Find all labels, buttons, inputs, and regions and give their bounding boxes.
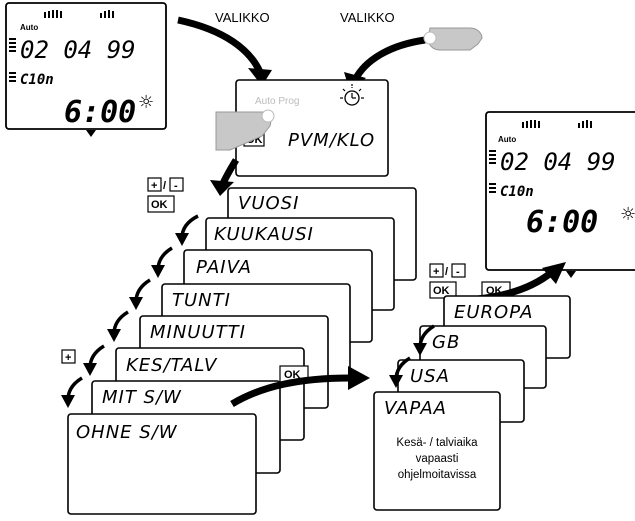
menu-item-ohne-sw: OHNE S/W: [76, 422, 178, 443]
menu-item-mit-sw: MIT S/W: [102, 387, 182, 408]
plus-minus-keys-top: + / -: [148, 178, 183, 192]
ok-key-top: OK: [148, 196, 174, 212]
sun-icon-right: ☼: [620, 204, 635, 225]
pointer-icon-right: [566, 271, 576, 278]
time-readout-left: 6:00: [64, 95, 136, 130]
svg-text:+: +: [433, 266, 439, 278]
svg-text:+: +: [151, 180, 157, 192]
menu-card-ohne-sw: OHNE S/W: [68, 414, 256, 514]
svg-text:/: /: [163, 180, 166, 192]
level-icon-right-2: [489, 183, 496, 193]
plus-key-bottom: +: [62, 350, 75, 364]
dst-option-europa: EUROPA: [454, 302, 534, 323]
valikko-label-left: VALIKKO: [215, 10, 270, 25]
menu-item-minuutti: MINUUTTI: [150, 322, 246, 343]
vapaa-note-line-2: vapaasti: [416, 453, 459, 465]
lcd-display-right: Auto 02 04 99 C10n 6:00 ☼: [486, 112, 635, 278]
dst-option-gb: GB: [432, 332, 460, 353]
dst-option-usa: USA: [410, 366, 450, 387]
svg-text:-: -: [456, 266, 460, 278]
menu-title-pvm-klo: PVM/KLO: [288, 130, 375, 151]
sun-icon-left: ☼: [138, 92, 154, 113]
dst-option-vapaa: VAPAA: [384, 398, 447, 419]
menu-item-vuosi: VUOSI: [238, 193, 299, 214]
time-readout-right: 6:00: [526, 205, 598, 240]
arrow-right-to-menu: [355, 40, 425, 80]
dst-card-vapaa: VAPAA Kesä- / talviaika vapaasti ohjelmo…: [374, 392, 500, 510]
hand-pointer-icon-right: [424, 28, 482, 50]
program-readout-right: C10n: [500, 184, 534, 200]
level-icon-left-2: [9, 72, 16, 82]
date-readout-left: 02 04 99: [20, 36, 136, 64]
svg-text:/: /: [445, 266, 448, 278]
date-readout-right: 02 04 99: [500, 148, 616, 176]
faint-mode-label: Auto Prog: [255, 96, 299, 107]
valikko-label-right: VALIKKO: [340, 10, 395, 25]
pointer-icon-left: [86, 130, 96, 137]
arrowhead-icon: [348, 366, 370, 390]
menu-item-tunti: TUNTI: [172, 290, 231, 311]
mode-label-left: Auto: [20, 23, 38, 32]
vapaa-note-line-1: Kesä- / talviaika: [396, 437, 478, 449]
arrow-left-to-menu: [178, 20, 260, 72]
program-readout-left: C10n: [20, 72, 54, 88]
svg-text:-: -: [174, 180, 178, 192]
svg-text:OK: OK: [151, 199, 168, 211]
vapaa-note-line-3: ohjelmoitavissa: [398, 469, 477, 481]
menu-item-kes-talv: KES/TALV: [126, 355, 218, 376]
lcd-display-left: Auto 02 04 99 C10n 6:00 ☼: [6, 3, 166, 137]
mode-label-right: Auto: [498, 135, 516, 144]
plus-minus-keys-right: + / -: [430, 264, 465, 278]
svg-text:+: +: [65, 352, 71, 364]
menu-item-kuukausi: KUUKAUSI: [214, 224, 314, 245]
menu-item-paiva: PAIVA: [196, 257, 252, 278]
